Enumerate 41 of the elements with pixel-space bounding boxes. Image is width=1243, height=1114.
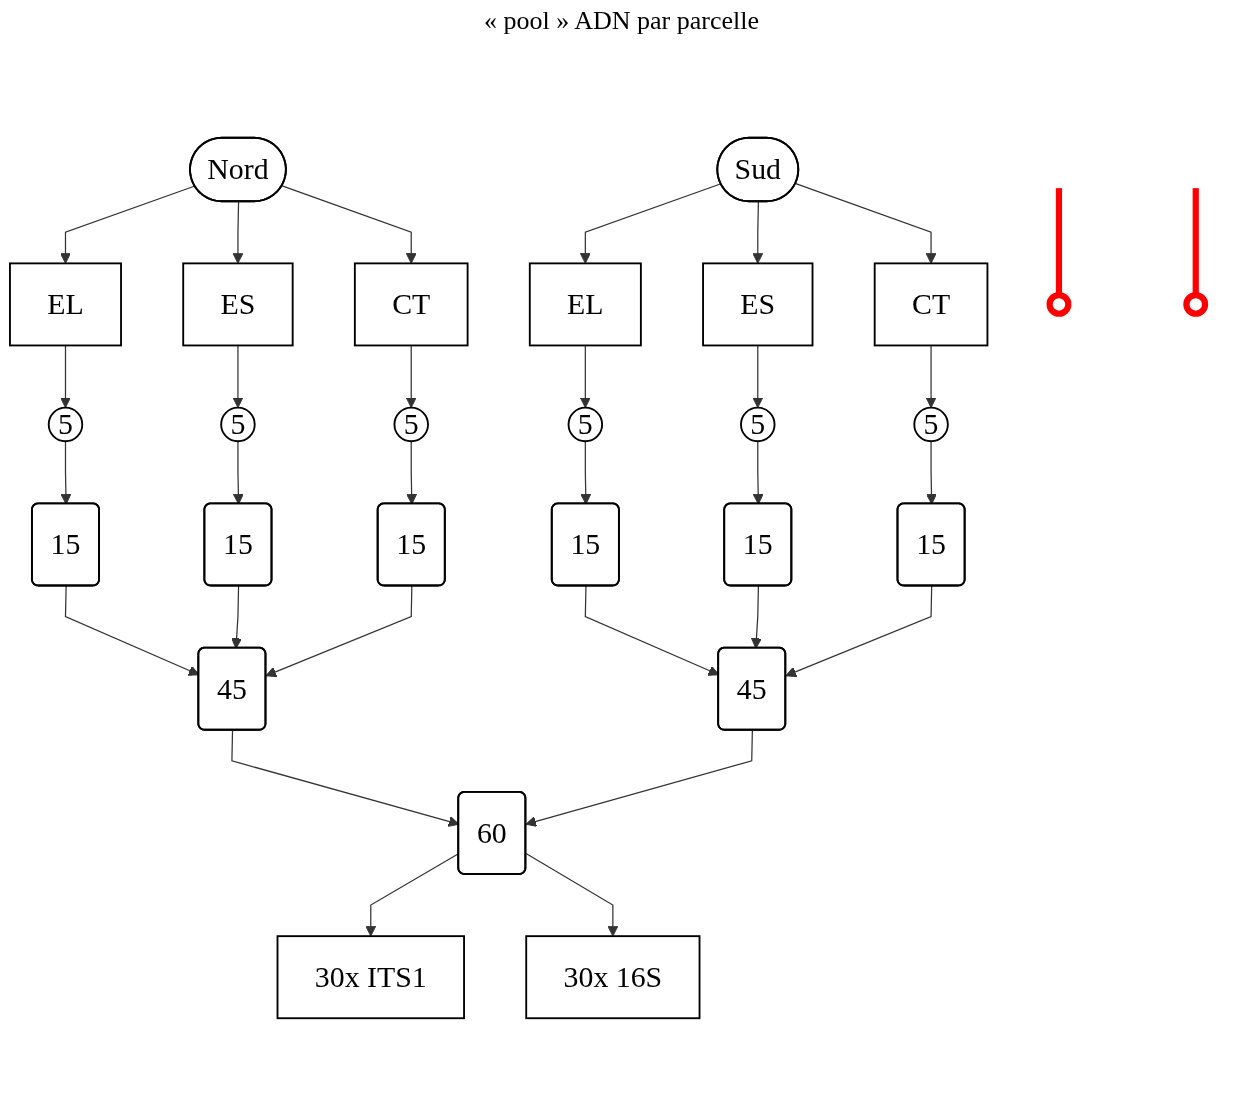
arrow <box>231 585 243 649</box>
arrow <box>405 344 417 409</box>
node-box: ES <box>702 262 814 347</box>
arrow <box>785 585 933 678</box>
arrow <box>752 440 764 505</box>
node-box: CT <box>353 262 469 347</box>
arrow <box>406 440 418 505</box>
arrow <box>579 344 591 409</box>
node-box: EL <box>528 262 642 347</box>
arrow <box>232 440 244 505</box>
arrow <box>580 440 592 505</box>
arrow <box>750 585 762 649</box>
arrow <box>752 344 764 409</box>
arrow <box>60 185 196 264</box>
arrow <box>752 201 764 264</box>
arrow <box>281 185 417 264</box>
arrow <box>525 852 619 937</box>
node-circle: 5 <box>740 406 776 443</box>
arrow <box>60 440 72 505</box>
arrow <box>579 183 722 264</box>
arrow <box>232 344 244 409</box>
arrow <box>60 344 71 409</box>
node-circle: 5 <box>393 406 429 443</box>
arrow <box>926 440 937 505</box>
node-box: ES <box>182 262 294 347</box>
node-circle: 5 <box>220 406 256 443</box>
arrow <box>795 183 937 264</box>
arrow <box>525 729 753 827</box>
arrow <box>925 344 937 409</box>
node-circle <box>1046 291 1072 317</box>
node-circle: 5 <box>47 406 84 443</box>
node-box: 30x 16S <box>525 935 701 1020</box>
note-text: « pool » ADN par parcelle <box>483 6 760 36</box>
node-box: 30x ITS1 <box>276 935 465 1020</box>
arrow <box>232 201 244 264</box>
node-circle: 5 <box>567 406 604 443</box>
node-box: CT <box>873 262 989 347</box>
arrow <box>265 585 413 678</box>
node-box: EL <box>9 262 122 347</box>
node-circle <box>1183 291 1209 317</box>
node-circle: 5 <box>913 406 949 443</box>
